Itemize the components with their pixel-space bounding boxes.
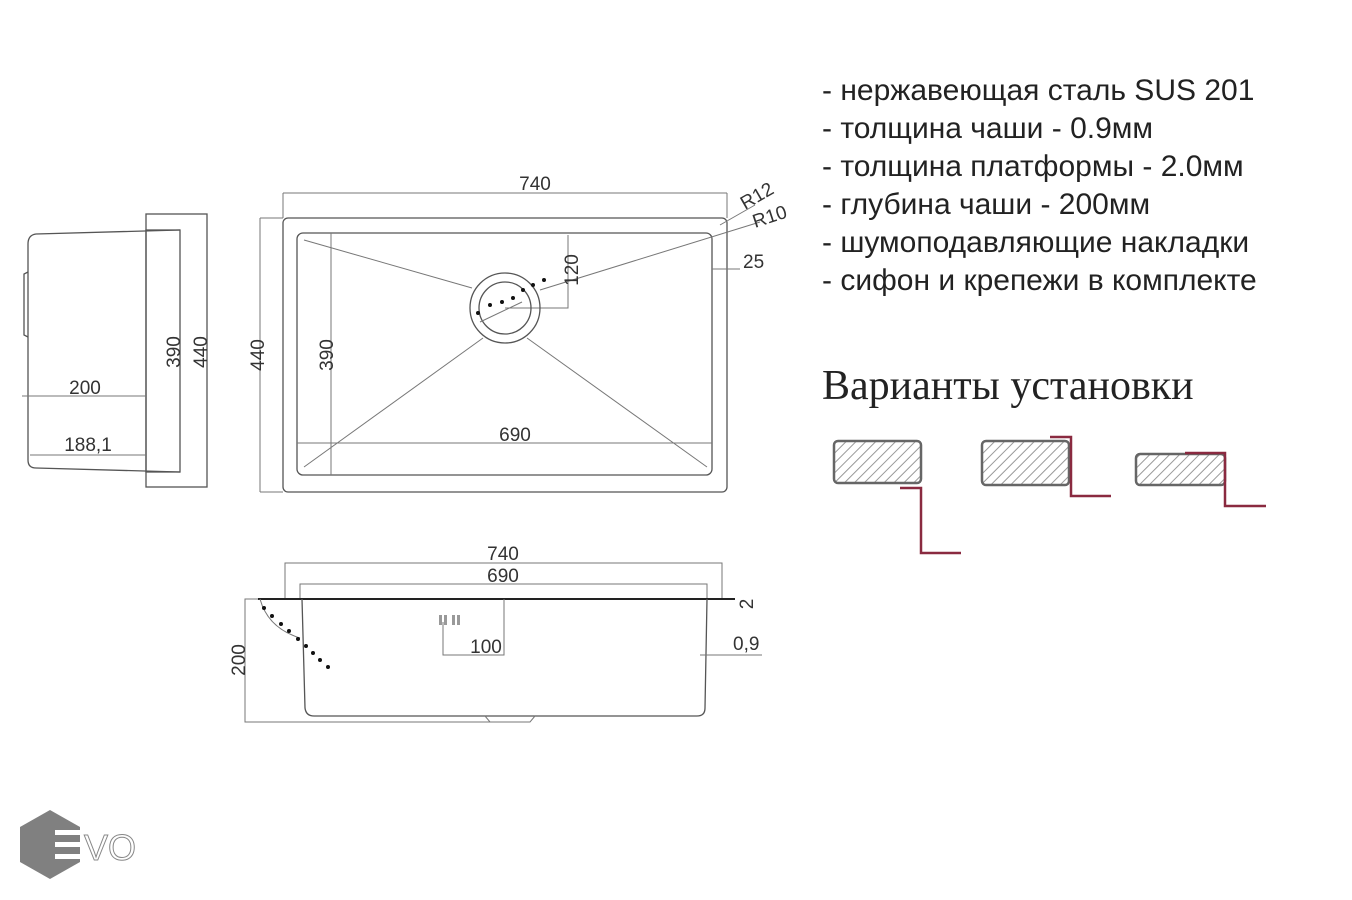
top-view: 740 440 390 690 120 25 R12 R10	[248, 174, 790, 493]
install-variant-top-mount	[1134, 451, 1266, 508]
spec-bowl-thickness: - толщина чаши - 0.9мм	[822, 112, 1154, 145]
top-bowl-length-label: 690	[499, 425, 531, 446]
side-bottom-depth-label: 188,1	[64, 435, 112, 456]
side-view: 200 188,1 390 440	[22, 213, 212, 488]
platform-thickness-label: 2	[737, 599, 758, 610]
rim-label: 25	[743, 252, 764, 273]
overflow-slots-icon	[439, 615, 460, 625]
front-depth-label: 200	[229, 644, 250, 676]
side-outer-width-label: 440	[191, 336, 212, 368]
overflow-label: 100	[470, 637, 502, 658]
top-width-label: 440	[248, 339, 269, 371]
bowl-thickness-label: 0,9	[733, 634, 759, 655]
drain-offset-label: 120	[562, 254, 583, 286]
logo-text: VO	[84, 827, 136, 868]
side-inner-width-label: 390	[164, 336, 185, 368]
spec-bowl-depth: - глубина чаши - 200мм	[822, 188, 1151, 221]
overflow-dots	[262, 606, 330, 669]
spec-noise-pads: - шумоподавляющие накладки	[822, 226, 1250, 259]
spec-material: - нержавеющая сталь SUS 201	[822, 74, 1255, 107]
front-length-label: 740	[487, 544, 519, 565]
install-variant-flush	[832, 439, 961, 555]
install-heading: Варианты установки	[822, 363, 1194, 409]
drain-dots	[476, 278, 546, 315]
front-view: 740 690 200 100 2 0,9	[229, 544, 762, 723]
spec-siphon: - сифон и крепежи в комплекте	[822, 264, 1257, 297]
front-bowl-length-label: 690	[487, 566, 519, 587]
spec-list: - нержавеющая сталь SUS 201 - толщина ча…	[822, 72, 1257, 300]
top-bowl-width-label: 390	[317, 339, 338, 371]
spec-platform-thickness: - толщина платформы - 2.0мм	[822, 150, 1244, 183]
evo-logo: VO	[20, 810, 137, 879]
install-variant-overmount-edge	[980, 435, 1111, 498]
side-depth-label: 200	[69, 378, 101, 399]
top-length-label: 740	[519, 174, 551, 195]
